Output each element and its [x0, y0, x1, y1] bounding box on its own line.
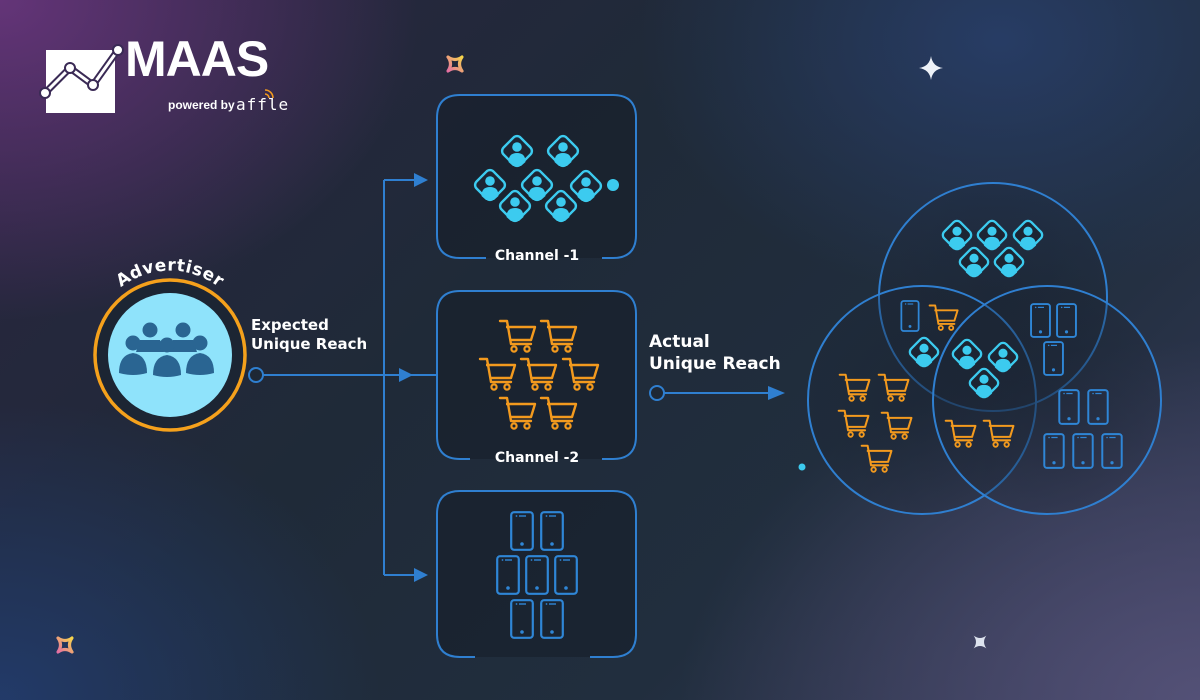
brand-title: MAAS [125, 31, 269, 87]
sparkle-icon [56, 636, 74, 654]
decorative-dot [798, 463, 806, 471]
venn-diagram [807, 182, 1162, 515]
expected-reach-line2: Unique Reach [251, 335, 368, 353]
star-sparkle-icon [919, 56, 943, 80]
expected-reach-line1: Expected [251, 316, 329, 334]
actual-reach-line2: Unique Reach [649, 354, 781, 374]
partner-logo: affle [236, 95, 290, 114]
people-group-icon [119, 322, 214, 377]
channel-1-users [471, 132, 619, 225]
channel-box-3 [436, 490, 637, 658]
channel-box-2 [436, 290, 637, 460]
advertiser-node [93, 278, 247, 432]
venn-circle-channel-3 [932, 285, 1162, 515]
logo-mark [39, 44, 124, 113]
sparkle-icon [446, 55, 464, 73]
arrow-head-channel-3 [414, 568, 428, 582]
arrow-head-channel-1 [414, 173, 428, 187]
arrow-head-channel-2 [399, 368, 413, 382]
signal-icon [264, 89, 274, 99]
powered-by-text: powered by [168, 98, 235, 112]
actual-reach-line1: Actual [649, 332, 710, 352]
actual-reach-connector [649, 385, 785, 401]
actual-reach-label: Actual Unique Reach [649, 331, 781, 375]
channel-1-label: Channel -1 [494, 248, 580, 264]
expected-reach-label: Expected Unique Reach [251, 316, 367, 354]
channel-2-label: Channel -2 [494, 450, 580, 466]
star-sparkle-icon [973, 635, 987, 649]
